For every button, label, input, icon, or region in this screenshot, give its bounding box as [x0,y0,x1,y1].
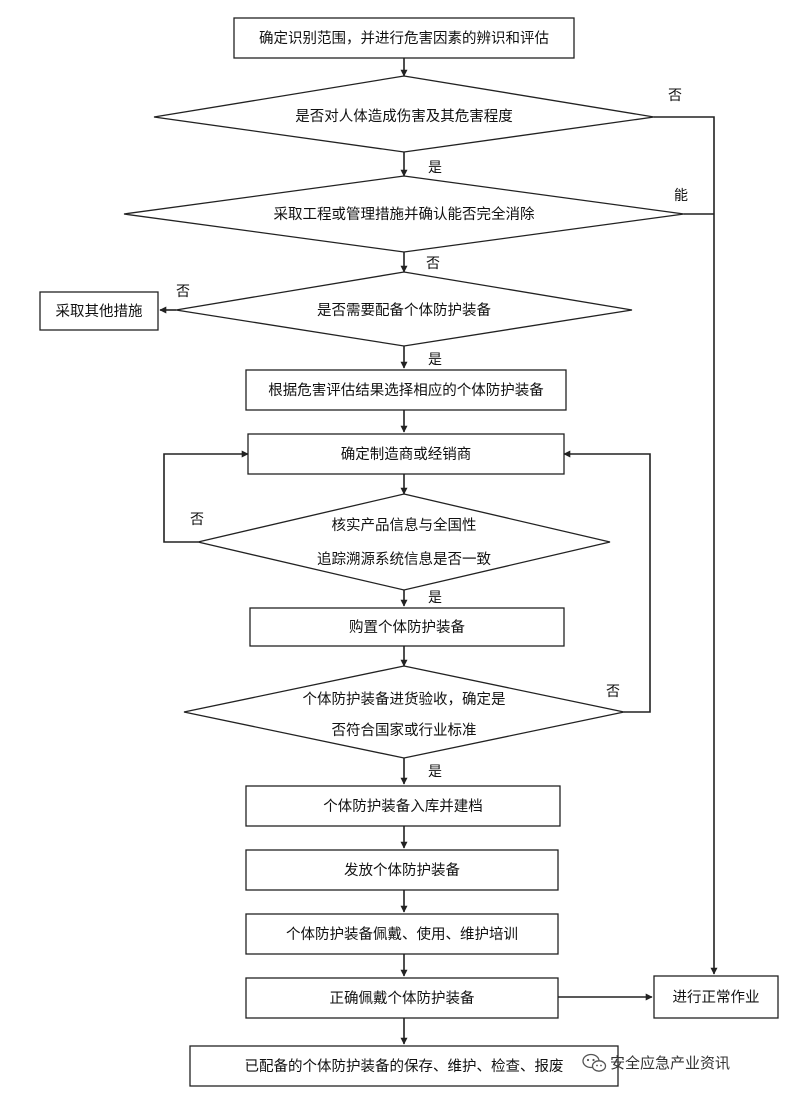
node-storage: 个体防护装备入库并建档 [245,785,561,827]
node-vendor: 确定制造商或经销商 [247,433,565,475]
node-maintenance: 已配备的个体防护装备的保存、维护、检查、报废 [189,1045,619,1087]
edge-label-harm-yes: 是 [428,160,442,176]
node-other-measures: 采取其他措施 [39,291,159,331]
edge-accept-no-to-vendor [563,450,651,713]
decision-accept: 个体防护装备进货验收，确定是 否符合国家或行业标准 [183,665,625,759]
watermark-text: 安全应急产业资讯 [610,1054,730,1072]
edge-label-eliminate-can: 能 [674,188,688,204]
decision-need-ppe-label: 是否需要配备个体防护装备 [317,302,491,319]
node-training: 个体防护装备佩戴、使用、维护培训 [245,913,559,955]
node-issue-label: 发放个体防护装备 [344,862,460,879]
decision-eliminate: 采取工程或管理措施并确认能否完全消除 [123,175,685,253]
edge-label-eliminate-no: 否 [426,256,440,272]
edge-label-accept-no: 否 [606,684,620,700]
node-training-label: 个体防护装备佩戴、使用、维护培训 [286,926,518,943]
decision-accept-label-2: 否符合国家或行业标准 [332,722,477,739]
edge-label-harm-no: 否 [668,88,682,104]
decision-harm: 是否对人体造成伤害及其危害程度 [153,75,655,153]
edge-label-accept-yes: 是 [428,764,442,780]
node-identify-label: 确定识别范围，并进行危害因素的辨识和评估 [259,30,549,47]
wechat-icon [582,1053,607,1072]
decision-verify-label-2: 追踪溯源系统信息是否一致 [317,551,491,568]
decision-eliminate-label: 采取工程或管理措施并确认能否完全消除 [274,205,535,223]
node-correct-wear: 正确佩戴个体防护装备 [245,977,559,1019]
decision-verify-label-1: 核实产品信息与全国性 [332,516,477,534]
edge-label-verify-yes: 是 [428,590,442,606]
edge-label-need-yes: 是 [428,352,442,368]
edge-harm-no-to-right-rail [654,116,715,214]
connectors [159,58,718,1045]
decision-harm-label: 是否对人体造成伤害及其危害程度 [295,108,513,125]
edge-labels: 否 是 能 否 否 是 否 是 否 是 [176,88,688,780]
node-normal-work: 进行正常作业 [653,975,779,1019]
node-purchase-label: 购置个体防护装备 [349,619,465,636]
node-issue: 发放个体防护装备 [245,849,559,891]
node-identify: 确定识别范围，并进行危害因素的辨识和评估 [233,17,575,59]
node-normal-work-label: 进行正常作业 [673,989,760,1006]
decision-accept-label-1: 个体防护装备进货验收，确定是 [303,691,506,708]
node-select-ppe-label: 根据危害评估结果选择相应的个体防护装备 [268,381,544,399]
node-correct-wear-label: 正确佩戴个体防护装备 [330,990,475,1007]
node-select-ppe: 根据危害评估结果选择相应的个体防护装备 [245,369,567,411]
node-maintenance-label: 已配备的个体防护装备的保存、维护、检查、报废 [245,1058,564,1075]
node-storage-label: 个体防护装备入库并建档 [323,798,483,815]
decision-need-ppe: 是否需要配备个体防护装备 [175,271,633,347]
edge-label-need-no: 否 [176,284,190,300]
edge-verify-no-to-vendor [163,450,249,543]
edge-label-verify-no: 否 [190,512,204,528]
node-other-measures-label: 采取其他措施 [56,303,143,320]
watermark: 安全应急产业资讯 [582,1053,730,1072]
decision-verify: 核实产品信息与全国性 追踪溯源系统信息是否一致 [197,493,611,591]
node-purchase: 购置个体防护装备 [249,607,565,647]
node-vendor-label: 确定制造商或经销商 [341,446,472,463]
